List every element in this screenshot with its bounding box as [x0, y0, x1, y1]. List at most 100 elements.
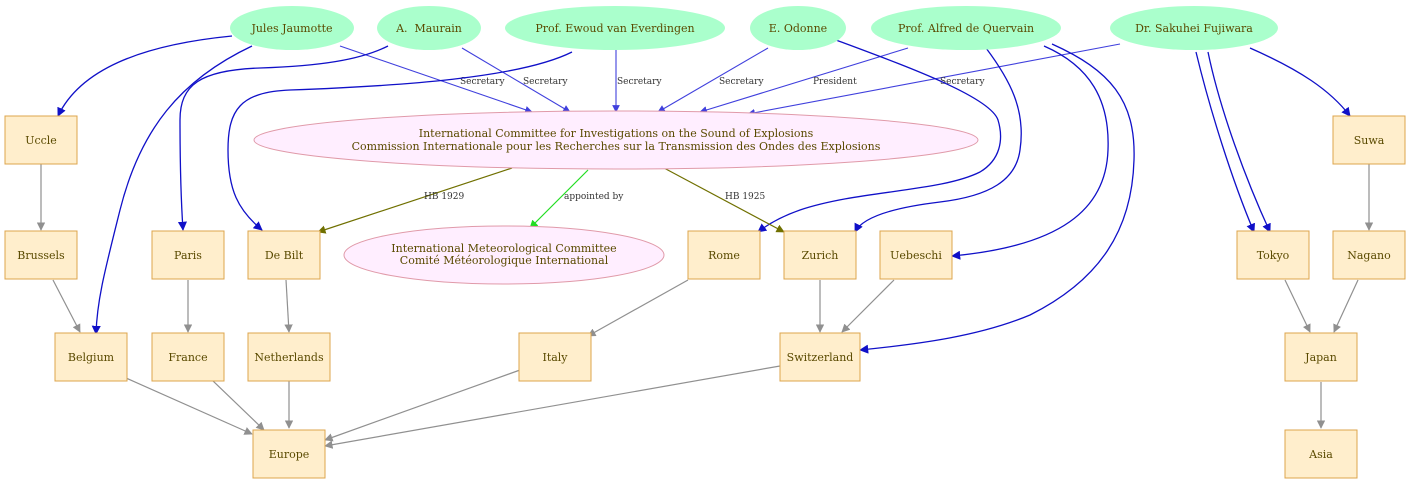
node-france[interactable]: France	[151, 332, 225, 382]
edge-debilt-netherlands	[284, 279, 293, 333]
edge-quervain-switzerland	[859, 43, 1135, 354]
edge-label-secretary-everdingen: Secretary	[617, 77, 662, 87]
geo-edges	[36, 164, 1374, 449]
node-label: Suwa	[1354, 134, 1385, 147]
committee-name-en: International Committee for Investigatio…	[419, 127, 814, 140]
node-meteorological-committee[interactable]: International Meteorological Committee C…	[343, 225, 665, 285]
node-label: France	[168, 351, 207, 364]
edge-nagano-japan	[1333, 279, 1359, 333]
edge-label-appointed-by: appointed by	[564, 192, 624, 202]
edge-switzerland-europe	[324, 365, 781, 449]
edge-fujiwara-tokyo-2	[1207, 51, 1271, 233]
node-label: E. Odonne	[769, 22, 827, 35]
node-e-odonne[interactable]: E. Odonne	[750, 6, 846, 50]
edge-label-hb-1925: HB 1925	[725, 192, 766, 202]
org-nodes: International Committee for Investigatio…	[253, 110, 979, 285]
role-edge-labels: Secretary Secretary Secretary Secretary …	[460, 77, 985, 87]
edge-maurain-committee	[461, 47, 571, 113]
node-italy[interactable]: Italy	[518, 332, 592, 382]
edge-quervain-zurich	[854, 47, 1022, 233]
edge-jaumotte-belgium	[91, 45, 253, 335]
node-label: Prof. Ewoud van Everdingen	[535, 22, 694, 35]
node-switzerland[interactable]: Switzerland	[779, 332, 861, 382]
node-brussels[interactable]: Brussels	[4, 230, 78, 280]
node-netherlands[interactable]: Netherlands	[247, 332, 331, 382]
edge-brussels-belgium	[52, 279, 81, 333]
node-label: Uccle	[25, 134, 57, 147]
node-label: De Bilt	[265, 249, 304, 262]
edge-committee-zurich	[663, 167, 785, 233]
edge-rome-italy	[587, 279, 689, 337]
node-sound-of-explosions-committee[interactable]: International Committee for Investigatio…	[253, 110, 979, 170]
edge-committee-debilt	[317, 167, 513, 234]
node-sakuhei-fujiwara[interactable]: Dr. Sakuhei Fujiwara	[1110, 6, 1278, 50]
node-de-bilt[interactable]: De Bilt	[247, 230, 321, 280]
node-suwa[interactable]: Suwa	[1332, 115, 1406, 165]
met-committee-name-fr: Comité Météorologique International	[400, 254, 609, 267]
person-place-edges	[57, 35, 1351, 354]
edge-everdingen-debilt	[227, 51, 573, 231]
edge-odonne-committee	[657, 47, 769, 113]
edge-label-secretary-jaumotte: Secretary	[460, 77, 505, 87]
person-nodes: Jules Jaumotte A. Maurain Prof. Ewoud va…	[230, 6, 1278, 50]
edge-label-secretary-odonne: Secretary	[719, 77, 764, 87]
node-label: Rome	[708, 249, 740, 262]
edge-label-secretary-maurain: Secretary	[523, 77, 568, 87]
committee-edges	[317, 167, 785, 234]
node-label: Paris	[174, 249, 202, 262]
node-tokyo[interactable]: Tokyo	[1236, 230, 1310, 280]
edge-france-europe	[211, 379, 265, 431]
node-europe[interactable]: Europe	[252, 429, 326, 479]
edge-label-president-quervain: President	[813, 77, 857, 87]
node-jules-jaumotte[interactable]: Jules Jaumotte	[230, 6, 354, 50]
edge-quervain-committee	[699, 47, 909, 114]
edge-uebeschi-switzerland	[841, 279, 895, 333]
edge-jaumotte-uccle	[57, 35, 233, 117]
edge-label-secretary-fujiwara: Secretary	[940, 77, 985, 87]
node-alfred-de-quervain[interactable]: Prof. Alfred de Quervain	[871, 6, 1061, 50]
node-label: Brussels	[17, 249, 65, 262]
edge-odonne-rome	[757, 39, 1002, 233]
node-belgium[interactable]: Belgium	[54, 332, 128, 382]
node-japan[interactable]: Japan	[1284, 332, 1358, 382]
role-edges	[339, 43, 1121, 117]
edge-maurain-paris	[177, 45, 389, 231]
edge-belgium-europe	[125, 377, 253, 435]
node-nagano[interactable]: Nagano	[1332, 230, 1406, 280]
edge-jaumotte-committee	[339, 45, 533, 114]
edge-italy-europe	[324, 369, 521, 442]
node-label: Zurich	[802, 249, 839, 262]
node-label: Tokyo	[1257, 249, 1290, 262]
node-paris[interactable]: Paris	[151, 230, 225, 280]
edge-fujiwara-suwa	[1249, 47, 1351, 117]
edge-fujiwara-tokyo-1	[1195, 51, 1256, 233]
node-label: Nagano	[1347, 249, 1391, 262]
node-uccle[interactable]: Uccle	[4, 115, 78, 165]
node-label: Asia	[1308, 448, 1333, 461]
edge-quervain-uebeschi	[951, 45, 1109, 260]
edge-tokyo-japan	[1284, 279, 1311, 333]
met-committee-name-en: International Meteorological Committee	[391, 242, 616, 255]
edge-label-hb-1929: HB 1929	[424, 192, 465, 202]
edge-committee-metcommittee	[529, 169, 589, 229]
node-label: Netherlands	[254, 351, 324, 364]
node-label: Japan	[1304, 351, 1337, 364]
node-label: Uebeschi	[890, 249, 942, 262]
node-label: Switzerland	[787, 351, 854, 364]
node-ewoud-van-everdingen[interactable]: Prof. Ewoud van Everdingen	[505, 6, 725, 50]
node-rome[interactable]: Rome	[687, 230, 761, 280]
node-asia[interactable]: Asia	[1284, 429, 1358, 479]
node-zurich[interactable]: Zurich	[783, 230, 857, 280]
node-uebeschi[interactable]: Uebeschi	[879, 230, 953, 280]
node-label: Belgium	[68, 351, 115, 364]
node-label: Europe	[269, 448, 310, 461]
node-a-maurain[interactable]: A. Maurain	[377, 6, 481, 50]
node-label: A. Maurain	[395, 22, 462, 35]
node-label: Italy	[542, 351, 568, 364]
node-label: Prof. Alfred de Quervain	[898, 22, 1034, 35]
place-nodes: Uccle Brussels Belgium Paris France De B…	[4, 115, 1406, 479]
committee-name-fr: Commission Internationale pour les Reche…	[352, 140, 881, 153]
edge-fujiwara-committee	[747, 43, 1121, 117]
committee-edge-labels: HB 1929 HB 1925 appointed by	[424, 192, 766, 202]
